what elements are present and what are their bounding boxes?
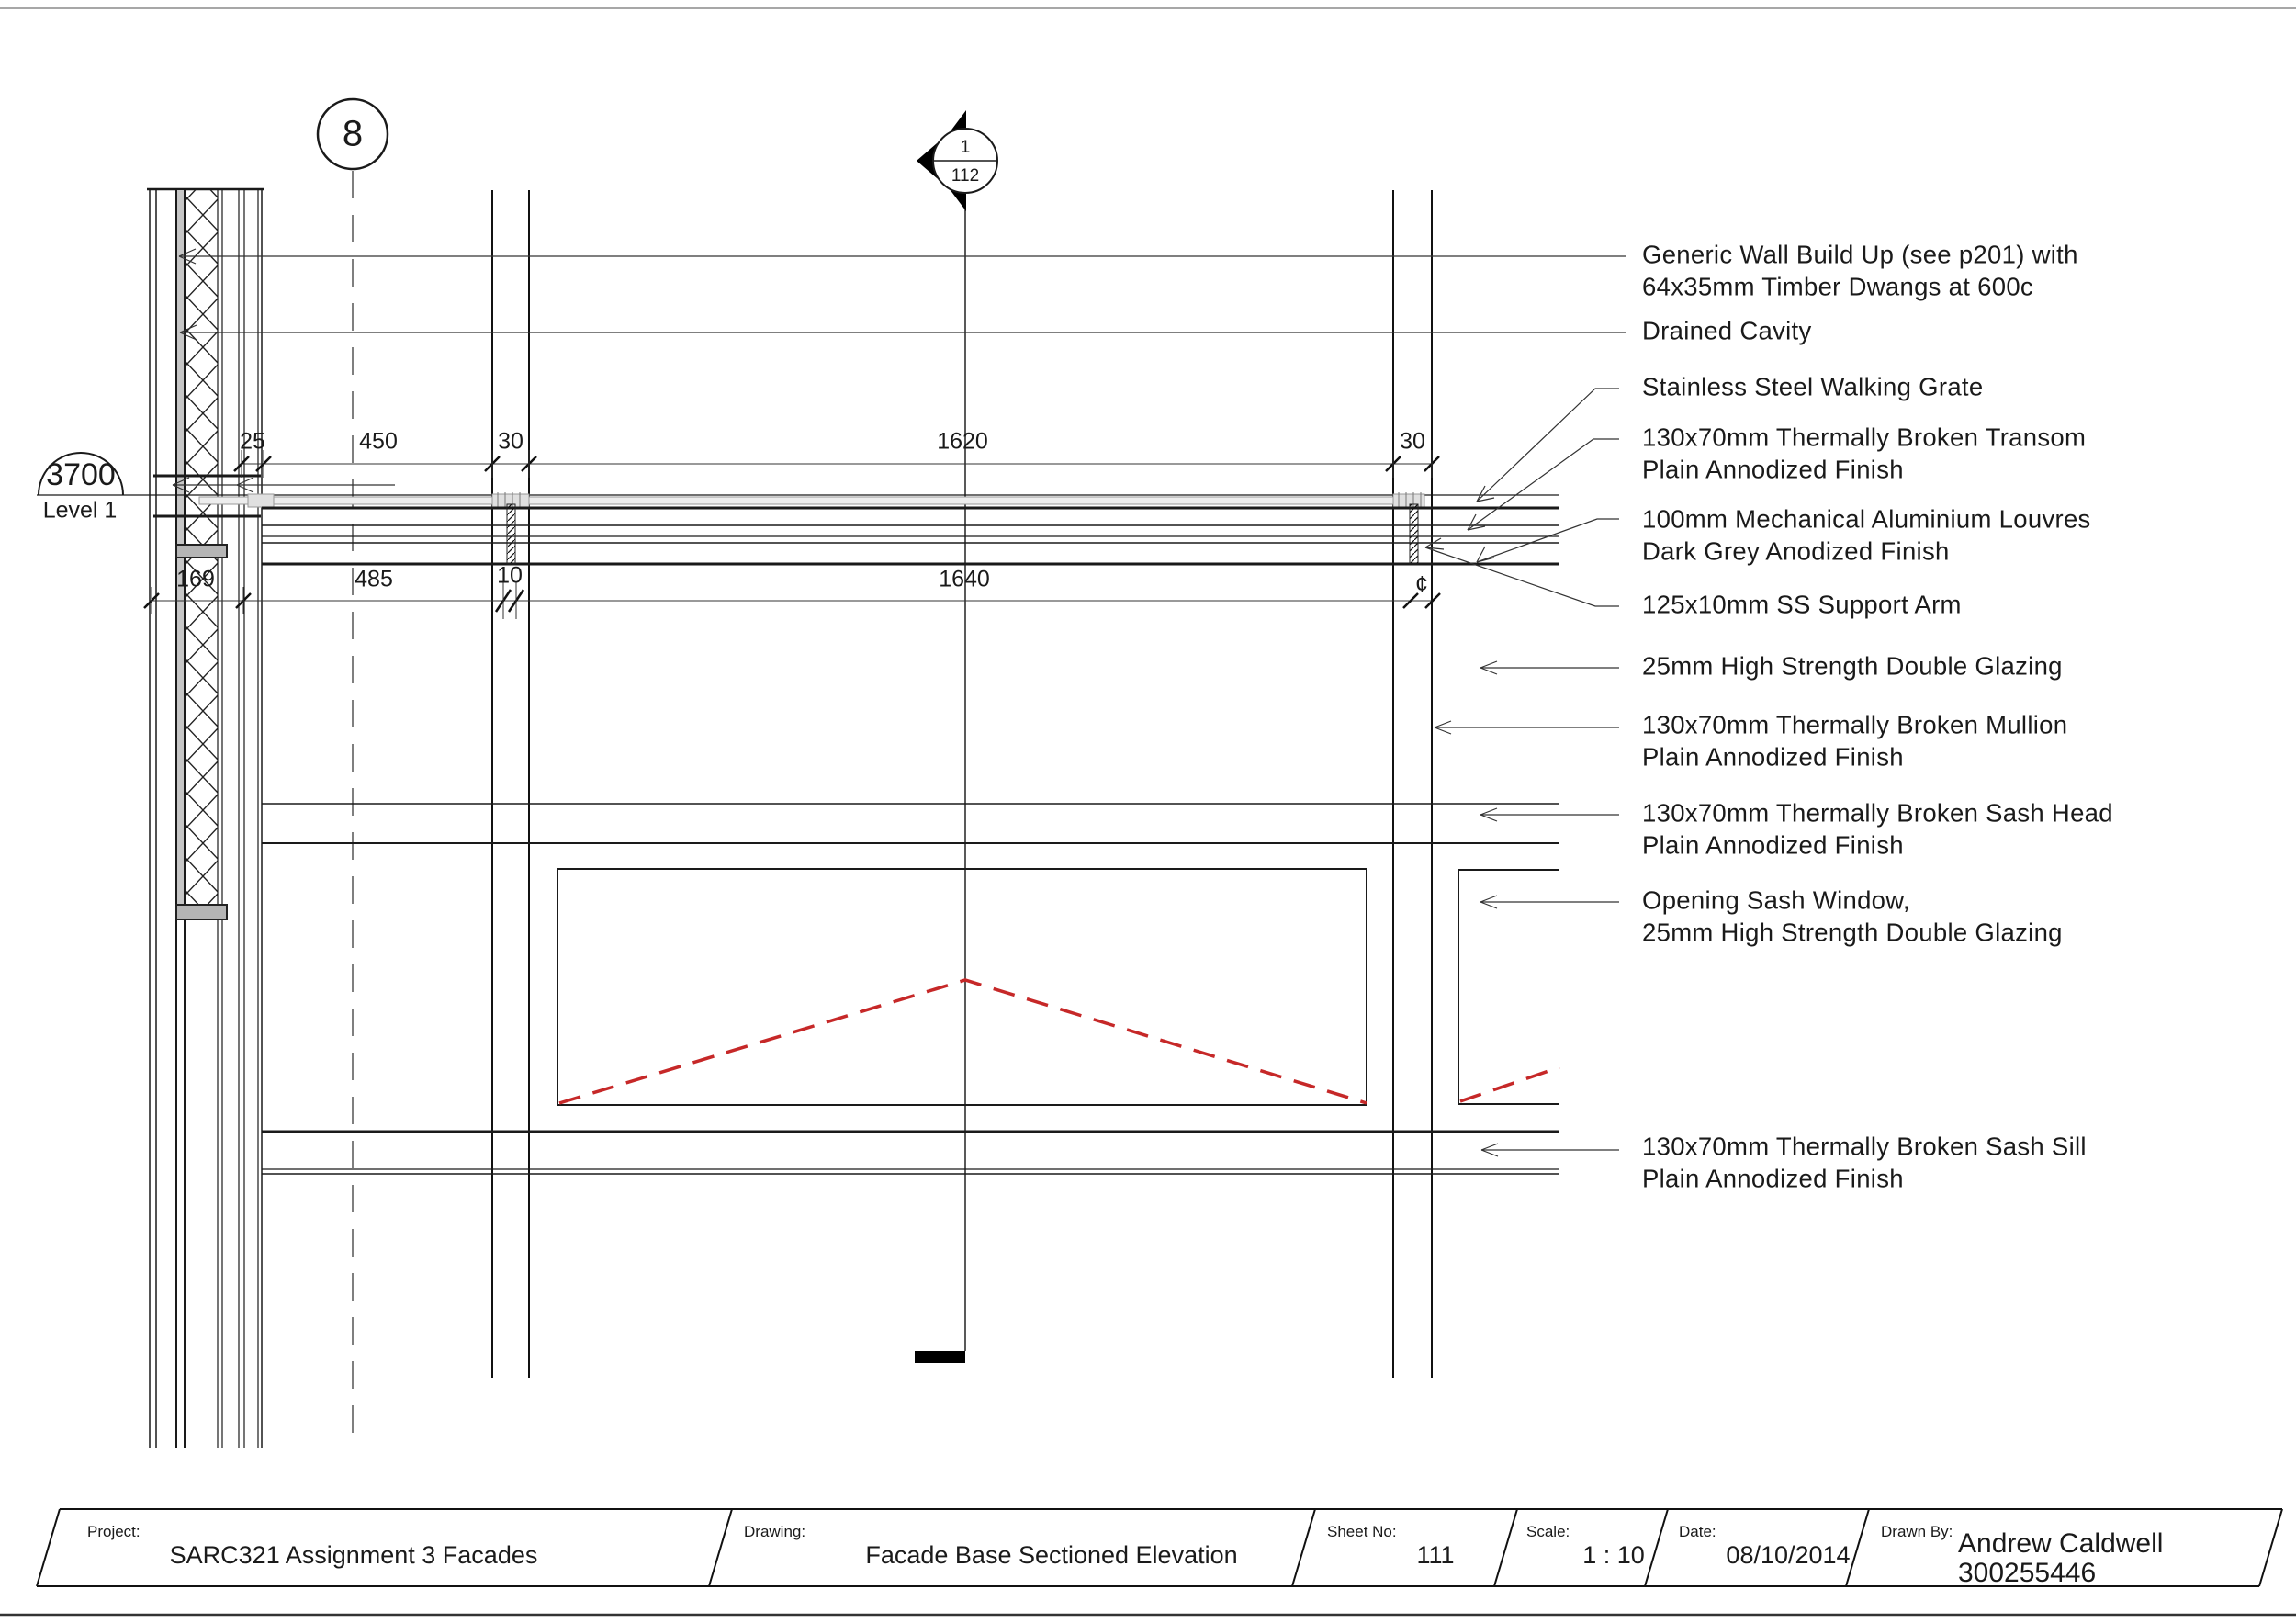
level-marker: 3700 Level 1 xyxy=(37,452,1559,524)
walking-grate xyxy=(198,496,1394,505)
annotation-transom-1: 130x70mm Thermally Broken Transom xyxy=(1642,423,2086,451)
level-name: Level 1 xyxy=(43,498,118,524)
dim-485: 485 xyxy=(355,567,393,592)
dim-centerline-symbol: ¢ xyxy=(1415,572,1428,598)
dimensions-top: 25 450 30 1620 30 xyxy=(233,429,1440,478)
drawing-label: Drawing: xyxy=(744,1523,805,1540)
section-sheet: 112 xyxy=(951,166,979,186)
annotation-louvres-2: Dark Grey Anodized Finish xyxy=(1642,536,1950,565)
section-tail xyxy=(915,1351,965,1363)
transoms xyxy=(262,803,1559,1175)
scale-label: Scale: xyxy=(1526,1523,1570,1540)
dim-10: 10 xyxy=(497,563,523,589)
level-elevation: 3700 xyxy=(46,457,116,492)
annotation-sash-sill-2: Plain Annodized Finish xyxy=(1642,1164,1904,1192)
annotation-drained-cavity: Drained Cavity xyxy=(1642,316,1812,344)
annotation-sash-head-2: Plain Annodized Finish xyxy=(1642,830,1904,859)
drawn-by-name: Andrew Caldwell xyxy=(1958,1528,2163,1559)
annotation-louvres-1: 100mm Mechanical Aluminium Louvres xyxy=(1642,504,2091,533)
annotation-mullion-1: 130x70mm Thermally Broken Mullion xyxy=(1642,710,2067,738)
louvre-band xyxy=(198,492,1559,566)
annotation-double-glazing: 25mm High Strength Double Glazing xyxy=(1642,651,2063,680)
mullions xyxy=(491,190,1433,1378)
dim-30-left: 30 xyxy=(498,429,523,455)
drawn-by-label: Drawn By: xyxy=(1881,1523,1953,1540)
dim-25: 25 xyxy=(240,429,265,455)
project-label: Project: xyxy=(87,1523,141,1540)
leader-lines xyxy=(172,248,1626,1157)
section-number: 1 xyxy=(961,138,971,157)
date-label: Date: xyxy=(1679,1523,1716,1540)
annotation-sash-head-1: 130x70mm Thermally Broken Sash Head xyxy=(1642,798,2113,827)
project-value: SARC321 Assignment 3 Facades xyxy=(170,1541,538,1569)
date-value: 08/10/2014 xyxy=(1726,1541,1850,1569)
sheet-no-value: 111 xyxy=(1416,1541,1454,1569)
annotation-wall-buildup-2: 64x35mm Timber Dwangs at 600c xyxy=(1642,272,2033,300)
annotation-sash-sill-1: 130x70mm Thermally Broken Sash Sill xyxy=(1642,1132,2087,1160)
support-arm-right xyxy=(1409,503,1419,565)
annotation-walking-grate: Stainless Steel Walking Grate xyxy=(1642,372,1983,400)
wall-assembly xyxy=(147,187,264,1448)
annotations: Generic Wall Build Up (see p201) with 64… xyxy=(1642,240,2113,1192)
annotation-opening-sash-1: Opening Sash Window, xyxy=(1642,885,1910,914)
annotation-mullion-2: Plain Annodized Finish xyxy=(1642,742,1904,771)
grid-bubble-number: 8 xyxy=(343,114,363,154)
page-borders xyxy=(0,7,2296,1617)
dim-169: 169 xyxy=(176,567,215,592)
annotation-support-arm: 125x10mm SS Support Arm xyxy=(1642,590,1962,618)
drawing-value: Facade Base Sectioned Elevation xyxy=(865,1541,1237,1569)
support-arm-left xyxy=(506,503,516,565)
annotation-wall-buildup-1: Generic Wall Build Up (see p201) with xyxy=(1642,240,2078,268)
sash-window xyxy=(557,868,1560,1106)
sheet-no-label: Sheet No: xyxy=(1327,1523,1397,1540)
opening-direction-dashes xyxy=(558,978,1367,1105)
dim-1620: 1620 xyxy=(937,429,988,455)
grid-bubble xyxy=(316,97,389,171)
section-marker: 1 112 xyxy=(915,110,998,1363)
scale-value: 1 : 10 xyxy=(1582,1541,1645,1569)
dim-450: 450 xyxy=(359,429,398,455)
drawn-by-id: 300255446 xyxy=(1958,1558,2096,1588)
dimensions-bottom: 169 485 10 1640 ¢ xyxy=(143,563,1441,619)
grid-line-8: 8 xyxy=(316,97,389,1442)
opening-direction-dashes-2 xyxy=(1459,1065,1560,1103)
dim-30-right: 30 xyxy=(1400,429,1425,455)
annotation-opening-sash-2: 25mm High Strength Double Glazing xyxy=(1642,918,2063,946)
annotation-transom-2: Plain Annodized Finish xyxy=(1642,455,1904,483)
title-block: Project: SARC321 Assignment 3 Facades Dr… xyxy=(36,1508,2283,1588)
dim-1640: 1640 xyxy=(939,567,990,592)
